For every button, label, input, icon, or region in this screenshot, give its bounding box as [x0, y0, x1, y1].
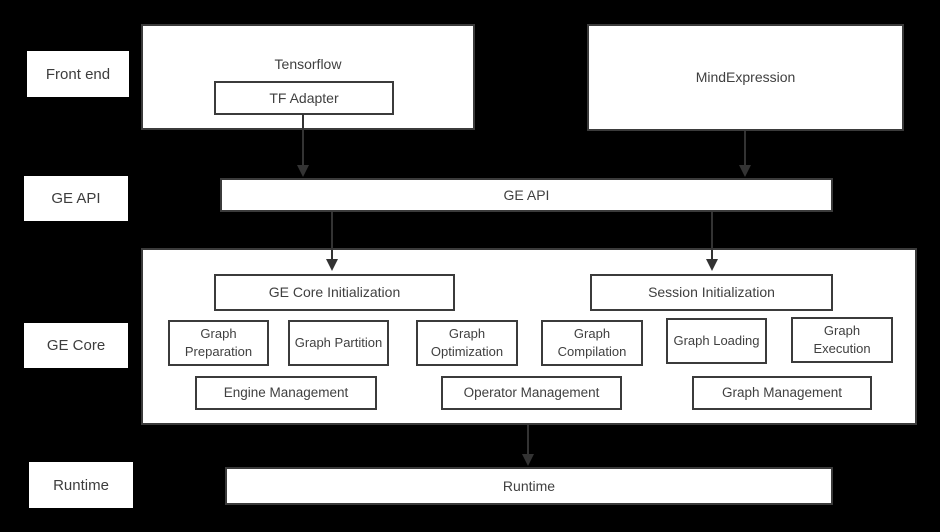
engine-management-box: Engine Management [195, 376, 377, 410]
side-label-ge-core: GE Core [24, 323, 128, 368]
side-label-ge-api: GE API [24, 176, 128, 221]
graph-compilation-box: Graph Compilation [541, 320, 643, 366]
graph-optimization-box: Graph Optimization [416, 320, 518, 366]
mindexpression-box: MindExpression [587, 24, 904, 131]
arrow-gecore-to-runtime-icon [521, 425, 535, 466]
arrow-geapi-to-session-init-icon [705, 212, 719, 271]
side-label-runtime: Runtime [29, 462, 133, 508]
ge-core-box: GE Core Initialization Session Initializ… [141, 248, 917, 425]
graph-execution-box: Graph Execution [791, 317, 893, 363]
runtime-bar: Runtime [225, 467, 833, 505]
arrow-tfadapter-to-geapi-icon [296, 114, 310, 177]
graph-management-box: Graph Management [692, 376, 872, 410]
tensorflow-box: Tensorflow TF Adapter [141, 24, 475, 130]
tf-adapter-box: TF Adapter [214, 81, 394, 115]
session-initialization-box: Session Initialization [590, 274, 833, 311]
ge-core-initialization-box: GE Core Initialization [214, 274, 455, 311]
graph-loading-box: Graph Loading [666, 318, 767, 364]
operator-management-box: Operator Management [441, 376, 622, 410]
arrow-geapi-to-gecore-init-icon [325, 212, 339, 271]
arrow-mindexpression-to-geapi-icon [738, 131, 752, 177]
ge-api-bar: GE API [220, 178, 833, 212]
side-label-front-end: Front end [27, 51, 129, 97]
graph-partition-box: Graph Partition [288, 320, 389, 366]
graph-preparation-box: Graph Preparation [168, 320, 269, 366]
tensorflow-title: Tensorflow [274, 56, 342, 72]
